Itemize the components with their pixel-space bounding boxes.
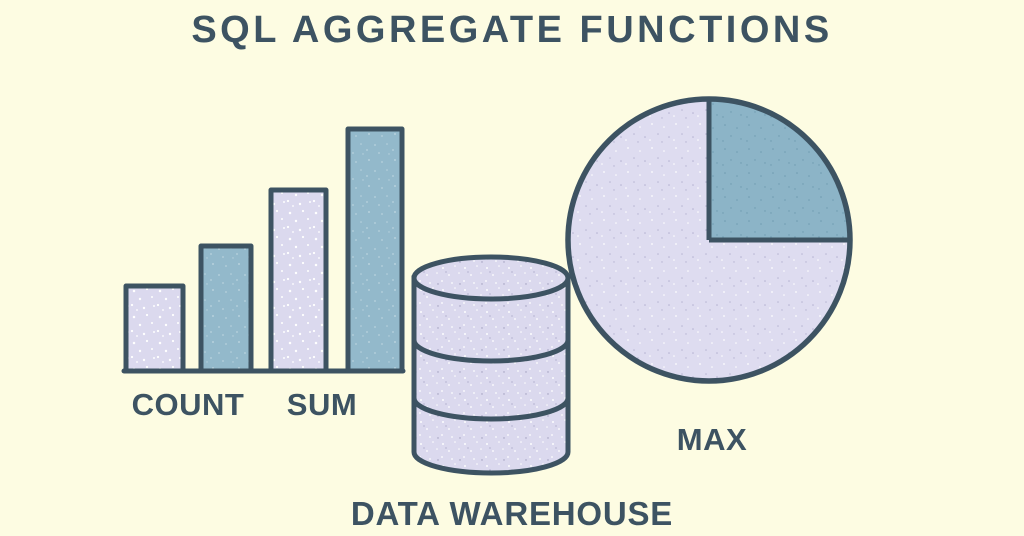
bar-count <box>123 283 186 374</box>
bar-label-sum: SUM <box>287 387 357 422</box>
cylinder-top <box>411 254 571 302</box>
bar-sum <box>198 243 254 374</box>
page-title: SQL AGGREGATE FUNCTIONS <box>191 9 832 51</box>
cylinder-divider-1 <box>411 339 571 364</box>
cylinder-label-data-warehouse: DATA WAREHOUSE <box>351 495 673 532</box>
pie-slice-highlight <box>709 99 850 240</box>
cylinder-body <box>411 275 571 476</box>
cylinder-divider-2 <box>411 397 571 422</box>
bar-third <box>268 187 329 374</box>
pie-chart: MAX <box>565 96 853 457</box>
data-warehouse-cylinder: DATA WAREHOUSE <box>351 254 673 532</box>
bar-fourth <box>345 126 405 374</box>
bar-label-count: COUNT <box>132 387 245 422</box>
pie-label-max: MAX <box>677 422 747 457</box>
bar-chart: COUNT SUM <box>121 126 406 422</box>
